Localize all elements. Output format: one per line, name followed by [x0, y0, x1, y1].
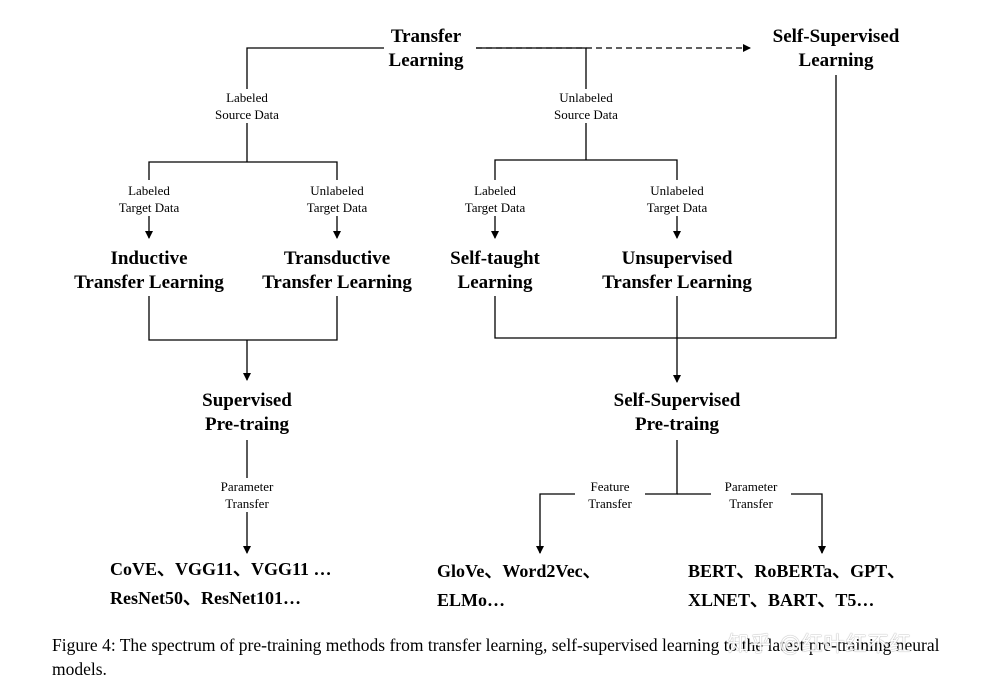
node-self-supervised-learning: Self-Supervised Learning: [756, 25, 916, 73]
label-unlabeled-target-right-line1: Unlabeled: [650, 183, 704, 198]
node-transfer-learning-line2: Learning: [388, 50, 464, 71]
label-parameter-transfer-right-line2: Transfer: [729, 496, 773, 511]
examples-parameter-line1: BERT、RoBERTa、GPT、: [688, 561, 906, 581]
node-inductive-line1: Inductive: [110, 248, 188, 269]
label-labeled-target-left: Labeled Target Data: [109, 182, 189, 216]
label-parameter-transfer-left: Parameter Transfer: [207, 478, 287, 512]
label-parameter-transfer-left-line1: Parameter: [220, 479, 274, 494]
node-supervised-pretraining-line2: Pre-traing: [204, 414, 290, 435]
examples-feature-models: GloVe、Word2Vec、 ELMo…: [437, 557, 601, 615]
label-unlabeled-target-left: Unlabeled Target Data: [297, 182, 377, 216]
label-labeled-target-right-line1: Labeled: [474, 183, 516, 198]
node-inductive: Inductive Transfer Learning: [59, 247, 239, 295]
node-self-supervised-pretraining-line1: Self-Supervised: [613, 390, 741, 411]
node-self-supervised-learning-line1: Self-Supervised: [772, 26, 900, 47]
node-unsupervised: Unsupervised Transfer Learning: [587, 247, 767, 295]
label-labeled-source-line2: Source Data: [215, 107, 279, 122]
label-feature-transfer: Feature Transfer: [575, 478, 645, 512]
label-unlabeled-source-line1: Unlabeled: [559, 90, 613, 105]
label-parameter-transfer-right-line1: Parameter: [724, 479, 778, 494]
label-labeled-source-line1: Labeled: [226, 90, 268, 105]
node-transductive-line1: Transductive: [283, 248, 391, 269]
node-self-supervised-pretraining-line2: Pre-traing: [634, 414, 720, 435]
label-feature-transfer-line2: Transfer: [588, 496, 632, 511]
node-self-supervised-learning-line2: Learning: [798, 50, 874, 71]
node-self-supervised-pretraining: Self-Supervised Pre-traing: [597, 389, 757, 437]
watermark: 知乎 @红叶红不红: [728, 632, 912, 656]
node-inductive-line2: Transfer Learning: [74, 272, 224, 293]
examples-feature-line2: ELMo…: [437, 590, 506, 610]
examples-supervised-line1: CoVE、VGG11、VGG11 …: [110, 559, 332, 579]
node-supervised-pretraining: Supervised Pre-traing: [177, 389, 317, 437]
node-transductive: Transductive Transfer Learning: [247, 247, 427, 295]
label-unlabeled-source-line2: Source Data: [554, 107, 618, 122]
node-self-taught-line1: Self-taught: [450, 248, 540, 269]
node-self-taught: Self-taught Learning: [430, 247, 560, 295]
label-feature-transfer-line1: Feature: [590, 479, 630, 494]
label-parameter-transfer-left-line2: Transfer: [225, 496, 269, 511]
label-labeled-target-left-line1: Labeled: [128, 183, 170, 198]
node-self-taught-line2: Learning: [457, 272, 533, 293]
examples-parameter-models: BERT、RoBERTa、GPT、 XLNET、BART、T5…: [688, 557, 905, 615]
label-unlabeled-source-data: Unlabeled Source Data: [546, 89, 626, 123]
edge-merge-self-supervised: [494, 75, 837, 339]
label-unlabeled-target-right-line2: Target Data: [646, 200, 708, 215]
node-unsupervised-line1: Unsupervised: [621, 248, 733, 269]
edge-left-split: [148, 161, 338, 180]
examples-parameter-line2: XLNET、BART、T5…: [688, 590, 875, 610]
label-unlabeled-target-left-line1: Unlabeled: [310, 183, 364, 198]
examples-feature-line1: GloVe、Word2Vec、: [437, 561, 601, 581]
label-unlabeled-target-right: Unlabeled Target Data: [637, 182, 717, 216]
node-transfer-learning: Transfer Learning: [376, 25, 476, 73]
label-labeled-target-right: Labeled Target Data: [455, 182, 535, 216]
label-labeled-source-data: Labeled Source Data: [207, 89, 287, 123]
edge-right-split: [494, 159, 678, 180]
edge-merge-supervised: [148, 296, 338, 341]
examples-supervised-models: CoVE、VGG11、VGG11 … ResNet50、ResNet101…: [110, 555, 332, 613]
node-supervised-pretraining-line1: Supervised: [202, 390, 292, 411]
examples-supervised-line2: ResNet50、ResNet101…: [110, 588, 301, 608]
label-unlabeled-target-left-line2: Target Data: [306, 200, 368, 215]
label-parameter-transfer-right: Parameter Transfer: [711, 478, 791, 512]
label-labeled-target-right-line2: Target Data: [464, 200, 526, 215]
node-transductive-line2: Transfer Learning: [262, 272, 412, 293]
label-labeled-target-left-line2: Target Data: [118, 200, 180, 215]
edge-transfer-to-labeled-source: [246, 47, 384, 162]
node-transfer-learning-line1: Transfer: [390, 26, 462, 47]
figure-caption: Figure 4: The spectrum of pre-training m…: [52, 635, 940, 679]
node-unsupervised-line2: Transfer Learning: [602, 272, 752, 293]
